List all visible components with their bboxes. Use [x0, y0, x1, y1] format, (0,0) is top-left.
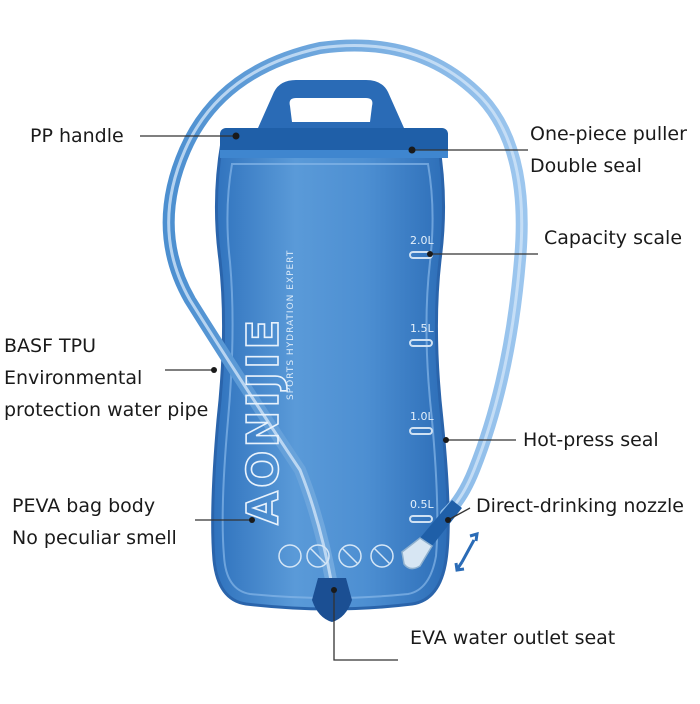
scale-mark-0-5: 0.5L — [410, 498, 434, 511]
label-protection-water-pipe: protection water pipe — [4, 399, 209, 421]
label-hot-press-seal: Hot-press seal — [523, 429, 659, 451]
eva-water-outlet-seat — [312, 578, 352, 622]
label-capacity-scale: Capacity scale — [544, 227, 683, 249]
scale-mark-2-0: 2.0L — [410, 234, 434, 247]
leader-lines — [140, 135, 538, 661]
label-no-peculiar-smell: No peculiar smell — [12, 527, 177, 549]
label-double-seal: Double seal — [530, 155, 642, 177]
brand-tagline: SPORTS HYDRATION EXPERT — [286, 250, 296, 400]
direct-drinking-nozzle — [420, 500, 462, 546]
label-peva-bag-body: PEVA bag body — [12, 495, 156, 517]
label-bag-body: PEVA bag body No peculiar smell — [12, 490, 177, 554]
label-one-piece-puller: One-piece puller — [530, 123, 687, 145]
label-eva-water-outlet-seat: EVA water outlet seat — [410, 627, 616, 649]
pp-handle — [258, 80, 404, 128]
label-environmental: Environmental — [4, 367, 143, 389]
movement-arrow — [454, 531, 479, 572]
label-pp-handle: PP handle — [30, 125, 124, 147]
label-basf-tpu: BASF TPU — [4, 335, 97, 357]
care-icons — [278, 544, 394, 568]
brand-logo: AONIJIE — [238, 317, 289, 525]
label-puller-seal: One-piece puller Double seal — [530, 118, 687, 182]
scale-mark-1-5: 1.5L — [410, 322, 434, 335]
label-direct-drinking-nozzle: Direct-drinking nozzle — [476, 495, 684, 517]
label-water-pipe: BASF TPU Environmental protection water … — [4, 330, 208, 426]
scale-mark-1-0: 1.0L — [410, 410, 434, 423]
